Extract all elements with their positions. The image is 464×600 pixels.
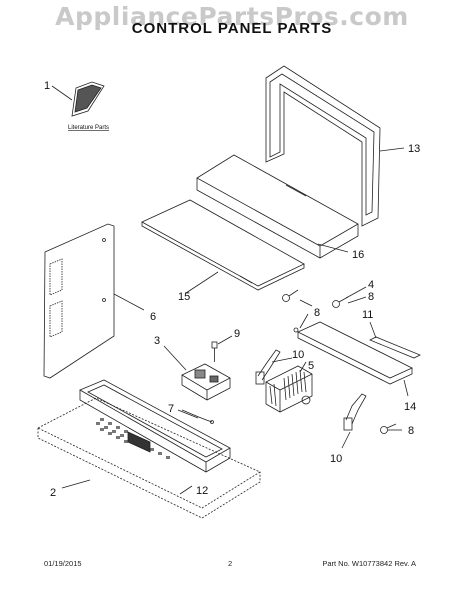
vent-strip[interactable] [369,336,421,359]
callout-8-middle: 8 [314,307,320,319]
literature-label: Literature Parts [68,125,109,131]
bracket-rail[interactable] [293,321,413,385]
leader-5 [299,361,307,373]
callout-15: 15 [178,291,190,303]
leader-15 [185,271,219,294]
literature-booklet[interactable] [71,81,105,117]
callout-11: 11 [362,309,373,321]
leader-3 [163,345,187,371]
leader-12 [179,485,193,495]
callout-14: 14 [404,401,416,413]
leader-14 [403,379,409,397]
leader-10 [271,357,293,363]
screw[interactable] [332,296,349,308]
screw[interactable] [380,423,397,434]
cooling-fan[interactable] [265,365,313,413]
page-title: CONTROL PANEL PARTS [131,20,333,37]
standoff-screw[interactable] [211,341,218,362]
footer-page-number: 2 [228,559,233,568]
leader-6 [113,293,145,311]
control-panel-glass[interactable] [37,397,261,519]
callout-8-upper: 8 [368,291,374,303]
leader-9 [217,335,233,345]
leader-7 [177,409,199,419]
leader-10 [341,431,351,449]
wire-harness[interactable] [181,409,214,424]
leader-4 [345,286,367,299]
leader-16 [317,243,349,253]
upper-panel[interactable] [196,154,359,259]
callout-2: 2 [50,487,56,499]
latch-bracket[interactable] [255,349,281,385]
frame[interactable] [265,65,381,227]
side-panel[interactable] [43,223,115,379]
leader-1 [51,85,73,101]
callout-10-lower: 10 [330,453,342,465]
callout-6: 6 [150,311,156,323]
leader-8 [347,296,367,304]
callout-8-lower: 8 [408,425,414,437]
footer-part-number: Part No. W10773842 Rev. A [322,559,416,568]
latch-bracket[interactable] [343,393,367,431]
callout-1: 1 [44,80,50,92]
control-board[interactable] [181,363,231,401]
leader-2 [61,479,91,489]
callout-9: 9 [234,328,240,340]
callout-12: 12 [196,485,208,497]
callout-10-upper: 10 [292,349,304,361]
leader-11 [369,321,377,339]
control-panel-housing[interactable] [79,379,231,473]
callout-13: 13 [408,143,420,155]
leader-13 [379,147,405,152]
screw[interactable] [282,289,299,302]
lower-plate[interactable] [141,199,305,291]
callout-7: 7 [168,403,174,415]
watermark: AppliancePartsPros.com [55,2,409,31]
leader-8 [299,313,309,329]
callout-5: 5 [308,360,314,372]
callout-4: 4 [368,279,374,291]
callout-16: 16 [352,249,364,261]
leader-8 [299,299,313,307]
footer-date: 01/19/2015 [44,559,82,568]
callout-3: 3 [154,335,160,347]
